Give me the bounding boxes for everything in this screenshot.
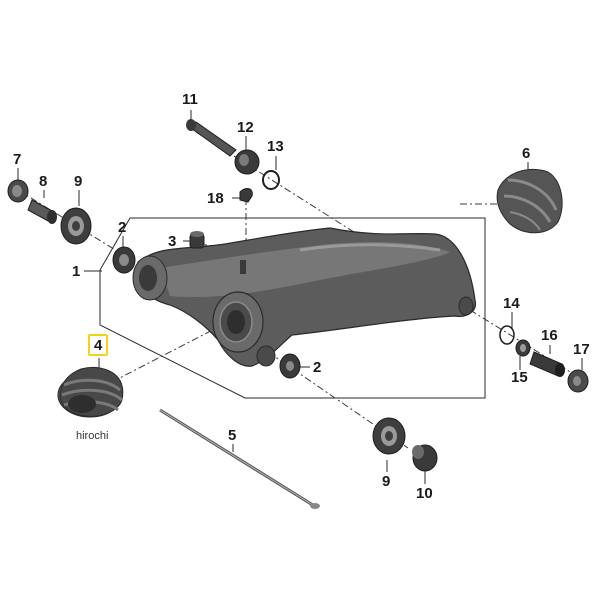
clip xyxy=(239,188,253,203)
bearing-upper xyxy=(112,246,136,274)
o-ring-top xyxy=(262,170,280,190)
bushing xyxy=(189,231,205,249)
rod xyxy=(159,408,320,509)
callout-5: 5 xyxy=(228,427,237,444)
swing-arm xyxy=(132,227,477,367)
callout-2-upper: 2 xyxy=(118,219,127,236)
callout-9-upper: 9 xyxy=(74,173,83,190)
callout-15: 15 xyxy=(511,369,528,386)
callout-14: 14 xyxy=(503,295,520,312)
callout-18: 18 xyxy=(207,190,224,207)
callout-7: 7 xyxy=(13,151,22,168)
callout-12: 12 xyxy=(237,119,254,136)
callout-13: 13 xyxy=(267,138,284,155)
end-cover xyxy=(496,168,563,234)
callout-9-lower: 9 xyxy=(382,473,391,490)
sleeve-right xyxy=(529,351,565,377)
callout-11: 11 xyxy=(182,91,198,108)
washer-right xyxy=(515,339,531,357)
callout-3: 3 xyxy=(168,233,177,250)
callout-16: 16 xyxy=(541,327,558,344)
seal-lower xyxy=(372,417,406,455)
o-ring-right xyxy=(499,325,515,345)
rubber-boot xyxy=(57,366,124,418)
watermark-text: hirochi xyxy=(76,430,109,442)
sleeve-left xyxy=(27,199,57,224)
bolt xyxy=(186,119,237,157)
assembly-frame xyxy=(99,217,486,399)
callout-1: 1 xyxy=(72,263,81,280)
callout-2-lower: 2 xyxy=(313,359,322,376)
callout-10: 10 xyxy=(416,485,433,502)
callout-6: 6 xyxy=(522,145,531,162)
bearing-lower xyxy=(279,353,301,379)
bushing-top xyxy=(234,149,260,175)
callout-17: 17 xyxy=(573,341,590,358)
cap-left xyxy=(7,179,29,203)
seal-upper xyxy=(60,207,92,245)
callout-4-highlighted: 4 xyxy=(88,334,109,356)
callout-8: 8 xyxy=(39,173,48,190)
plug-lower xyxy=(412,444,438,472)
cap-right xyxy=(567,369,589,393)
